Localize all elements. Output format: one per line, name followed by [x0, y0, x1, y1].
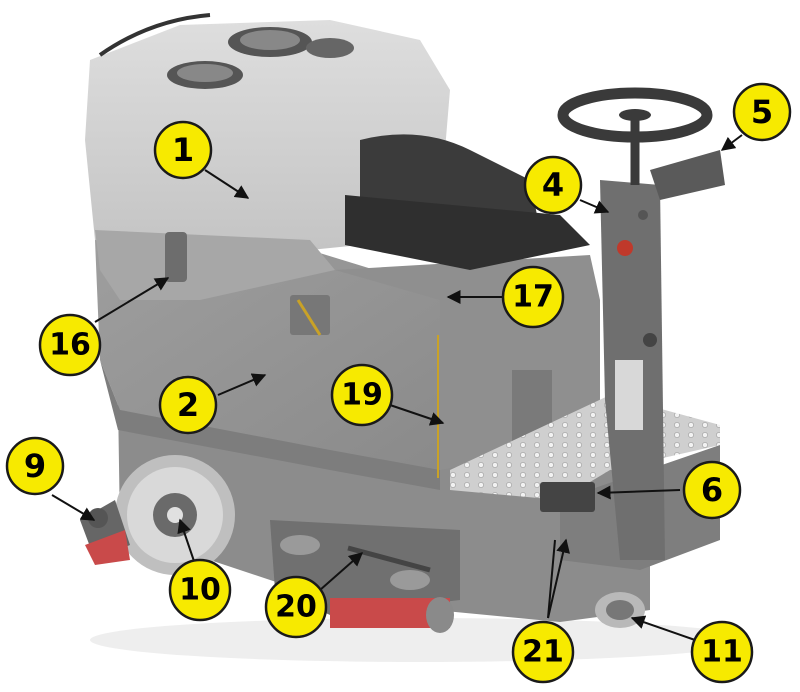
body-skirt	[100, 360, 440, 490]
callout-label: 5	[751, 93, 773, 131]
arrow-5	[720, 134, 743, 151]
arrow-21	[547, 538, 570, 619]
callout-6: 6	[682, 460, 742, 520]
control-lever	[290, 295, 330, 335]
arrow-2	[217, 373, 267, 396]
control-decal	[615, 360, 643, 430]
arrow-1	[204, 169, 250, 199]
callout-label: 16	[49, 328, 91, 363]
callout-10: 10	[168, 558, 232, 622]
emergency-stop	[617, 240, 633, 256]
callout-label: 19	[341, 378, 383, 413]
arrow-9	[51, 494, 96, 521]
callout-1: 1	[153, 120, 213, 180]
seat-cushion	[345, 195, 590, 270]
arrow-6	[596, 485, 681, 500]
squeegee-blade	[85, 530, 130, 565]
deck-lift-rod	[347, 545, 431, 573]
leader-arrows	[51, 134, 743, 641]
callout-4: 4	[523, 155, 583, 215]
callout-label: 4	[542, 166, 564, 204]
callout-label: 6	[701, 471, 723, 509]
callout-label: 10	[179, 573, 221, 608]
machine-illustration	[80, 13, 750, 662]
callout-21: 21	[511, 620, 575, 684]
ground-shadow	[90, 618, 750, 662]
callout-11: 11	[690, 620, 754, 684]
arrow-19	[389, 404, 445, 426]
callout-19: 19	[330, 363, 394, 427]
callout-label: 21	[522, 635, 564, 670]
callout-16: 16	[38, 313, 102, 377]
arrow-16	[94, 277, 170, 323]
arrow-21b	[547, 539, 556, 619]
callout-5: 5	[732, 82, 792, 142]
callout-label: 1	[172, 131, 194, 169]
callout-label: 20	[275, 590, 317, 625]
callout-label: 17	[512, 280, 554, 315]
callout-label: 9	[24, 447, 46, 485]
arrow-11	[630, 615, 696, 641]
arrow-4	[579, 199, 610, 214]
tank-latch	[165, 232, 187, 282]
callout-label: 11	[701, 635, 743, 670]
arrow-20	[319, 552, 364, 591]
callout-label: 2	[177, 386, 199, 424]
callout-20: 20	[264, 575, 328, 639]
accelerator-pedal	[540, 482, 595, 512]
callout-9: 9	[5, 436, 65, 496]
callout-2: 2	[158, 375, 218, 435]
display-console	[650, 150, 725, 200]
arrow-10	[177, 518, 197, 568]
callout-17: 17	[501, 265, 565, 329]
